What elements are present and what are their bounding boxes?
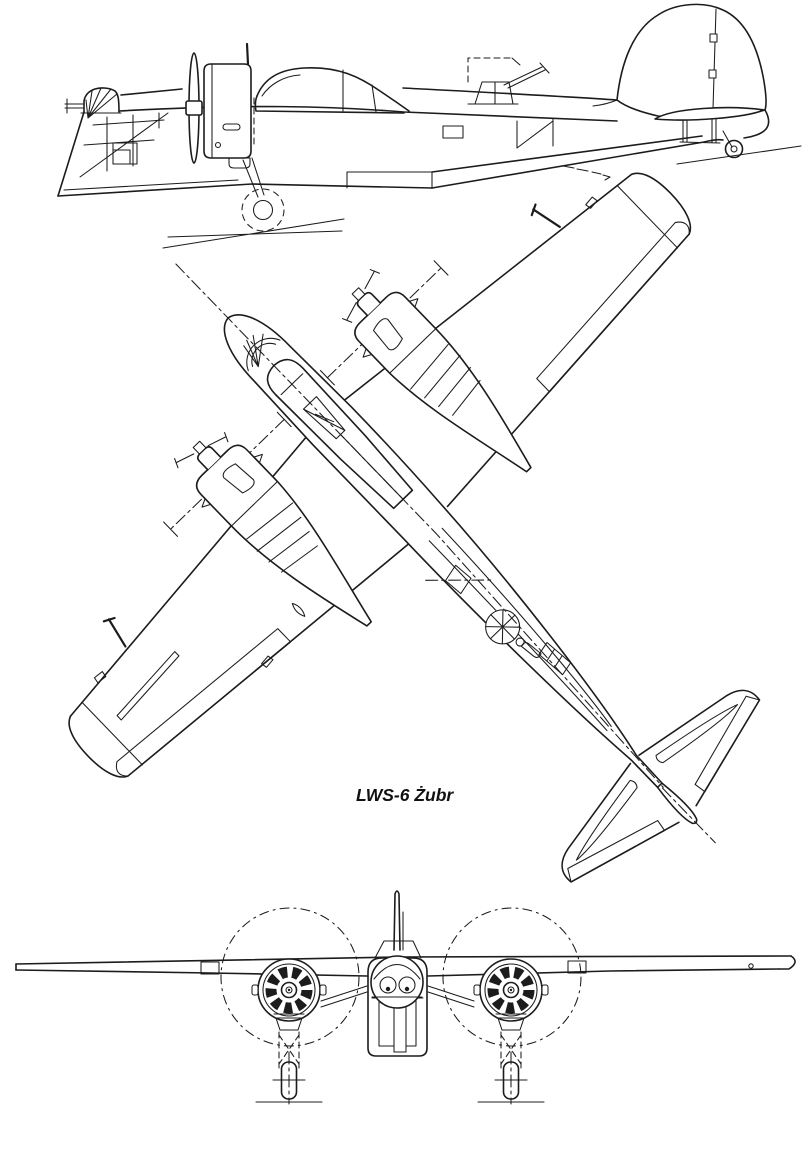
nose-gun-barrel [64, 98, 85, 114]
side-fin-fillet [592, 99, 618, 107]
rudder-hinge-notch [709, 33, 718, 43]
elevator-band [694, 695, 761, 793]
landing-light [567, 960, 587, 974]
nacelle-seams [410, 343, 481, 416]
top-plan-view [27, 172, 761, 906]
wing-tip-rib [616, 184, 679, 249]
chin-intake [273, 1013, 305, 1031]
side-tail-struts [679, 118, 733, 148]
flap-tab [261, 655, 274, 668]
windscreen [373, 964, 421, 980]
side-nose-turret [64, 87, 122, 119]
front-fuselage [367, 955, 428, 1057]
ground-line-tail [676, 145, 802, 165]
nav-light [748, 963, 754, 969]
nacelle-body [354, 291, 532, 473]
exhaust-tab [362, 298, 419, 358]
side-engine-nacelle [203, 42, 255, 169]
ground-line-main [162, 218, 345, 249]
side-fuselage [57, 87, 770, 197]
antenna-mast [245, 42, 250, 66]
landing-light [200, 961, 220, 975]
engine-nacelle-plan [319, 260, 532, 473]
caption: LWS-6 Żubr [356, 785, 454, 805]
windscreen-pane [379, 976, 397, 994]
tailplane-half [638, 689, 761, 807]
front-fin [393, 890, 401, 951]
wing-blister [291, 602, 306, 617]
main-wheel-hub [252, 199, 274, 221]
windscreen-pane [398, 976, 416, 994]
main-wheel [241, 188, 285, 232]
wing-leading-edge [343, 173, 633, 401]
dorsal-gun-barrel [503, 62, 550, 89]
side-stabilizer [654, 106, 765, 121]
centerline [175, 263, 664, 788]
front-canopy [374, 940, 422, 959]
plan-dorsal-turret [485, 609, 572, 676]
side-canopy [254, 66, 410, 114]
wing-tip [630, 172, 692, 235]
rudder-hinge-notch [708, 69, 717, 79]
front-turret-ring [370, 955, 424, 1009]
carb-scoop [228, 157, 251, 169]
aileron-band [536, 221, 690, 393]
side-nose-glazing [57, 111, 169, 197]
radial-cylinders [265, 966, 313, 1014]
plan-tail [539, 689, 761, 906]
tail-wheel-hub [730, 145, 738, 153]
dorsal-gun-position [467, 57, 550, 105]
propeller-disc [220, 907, 360, 1047]
fuselage-hatch [444, 564, 472, 595]
front-engine [220, 907, 360, 1105]
propeller-hub [185, 100, 203, 116]
side-view [57, 3, 802, 249]
side-fin [616, 3, 767, 118]
prop-hub [351, 287, 366, 301]
wing-access-tab [585, 196, 598, 209]
nacelle-hatch [372, 318, 403, 351]
engine-struts [320, 985, 475, 1008]
prop-blade-stub [342, 269, 380, 323]
wing-light-strip [116, 651, 180, 721]
front-view [15, 890, 796, 1105]
tail-wheel [724, 139, 744, 159]
elevator-balance [655, 704, 739, 764]
pitot-tube [530, 203, 561, 229]
plan-gun [520, 642, 542, 658]
side-rudder-hinge [712, 8, 717, 110]
fuselage-step [538, 641, 572, 676]
